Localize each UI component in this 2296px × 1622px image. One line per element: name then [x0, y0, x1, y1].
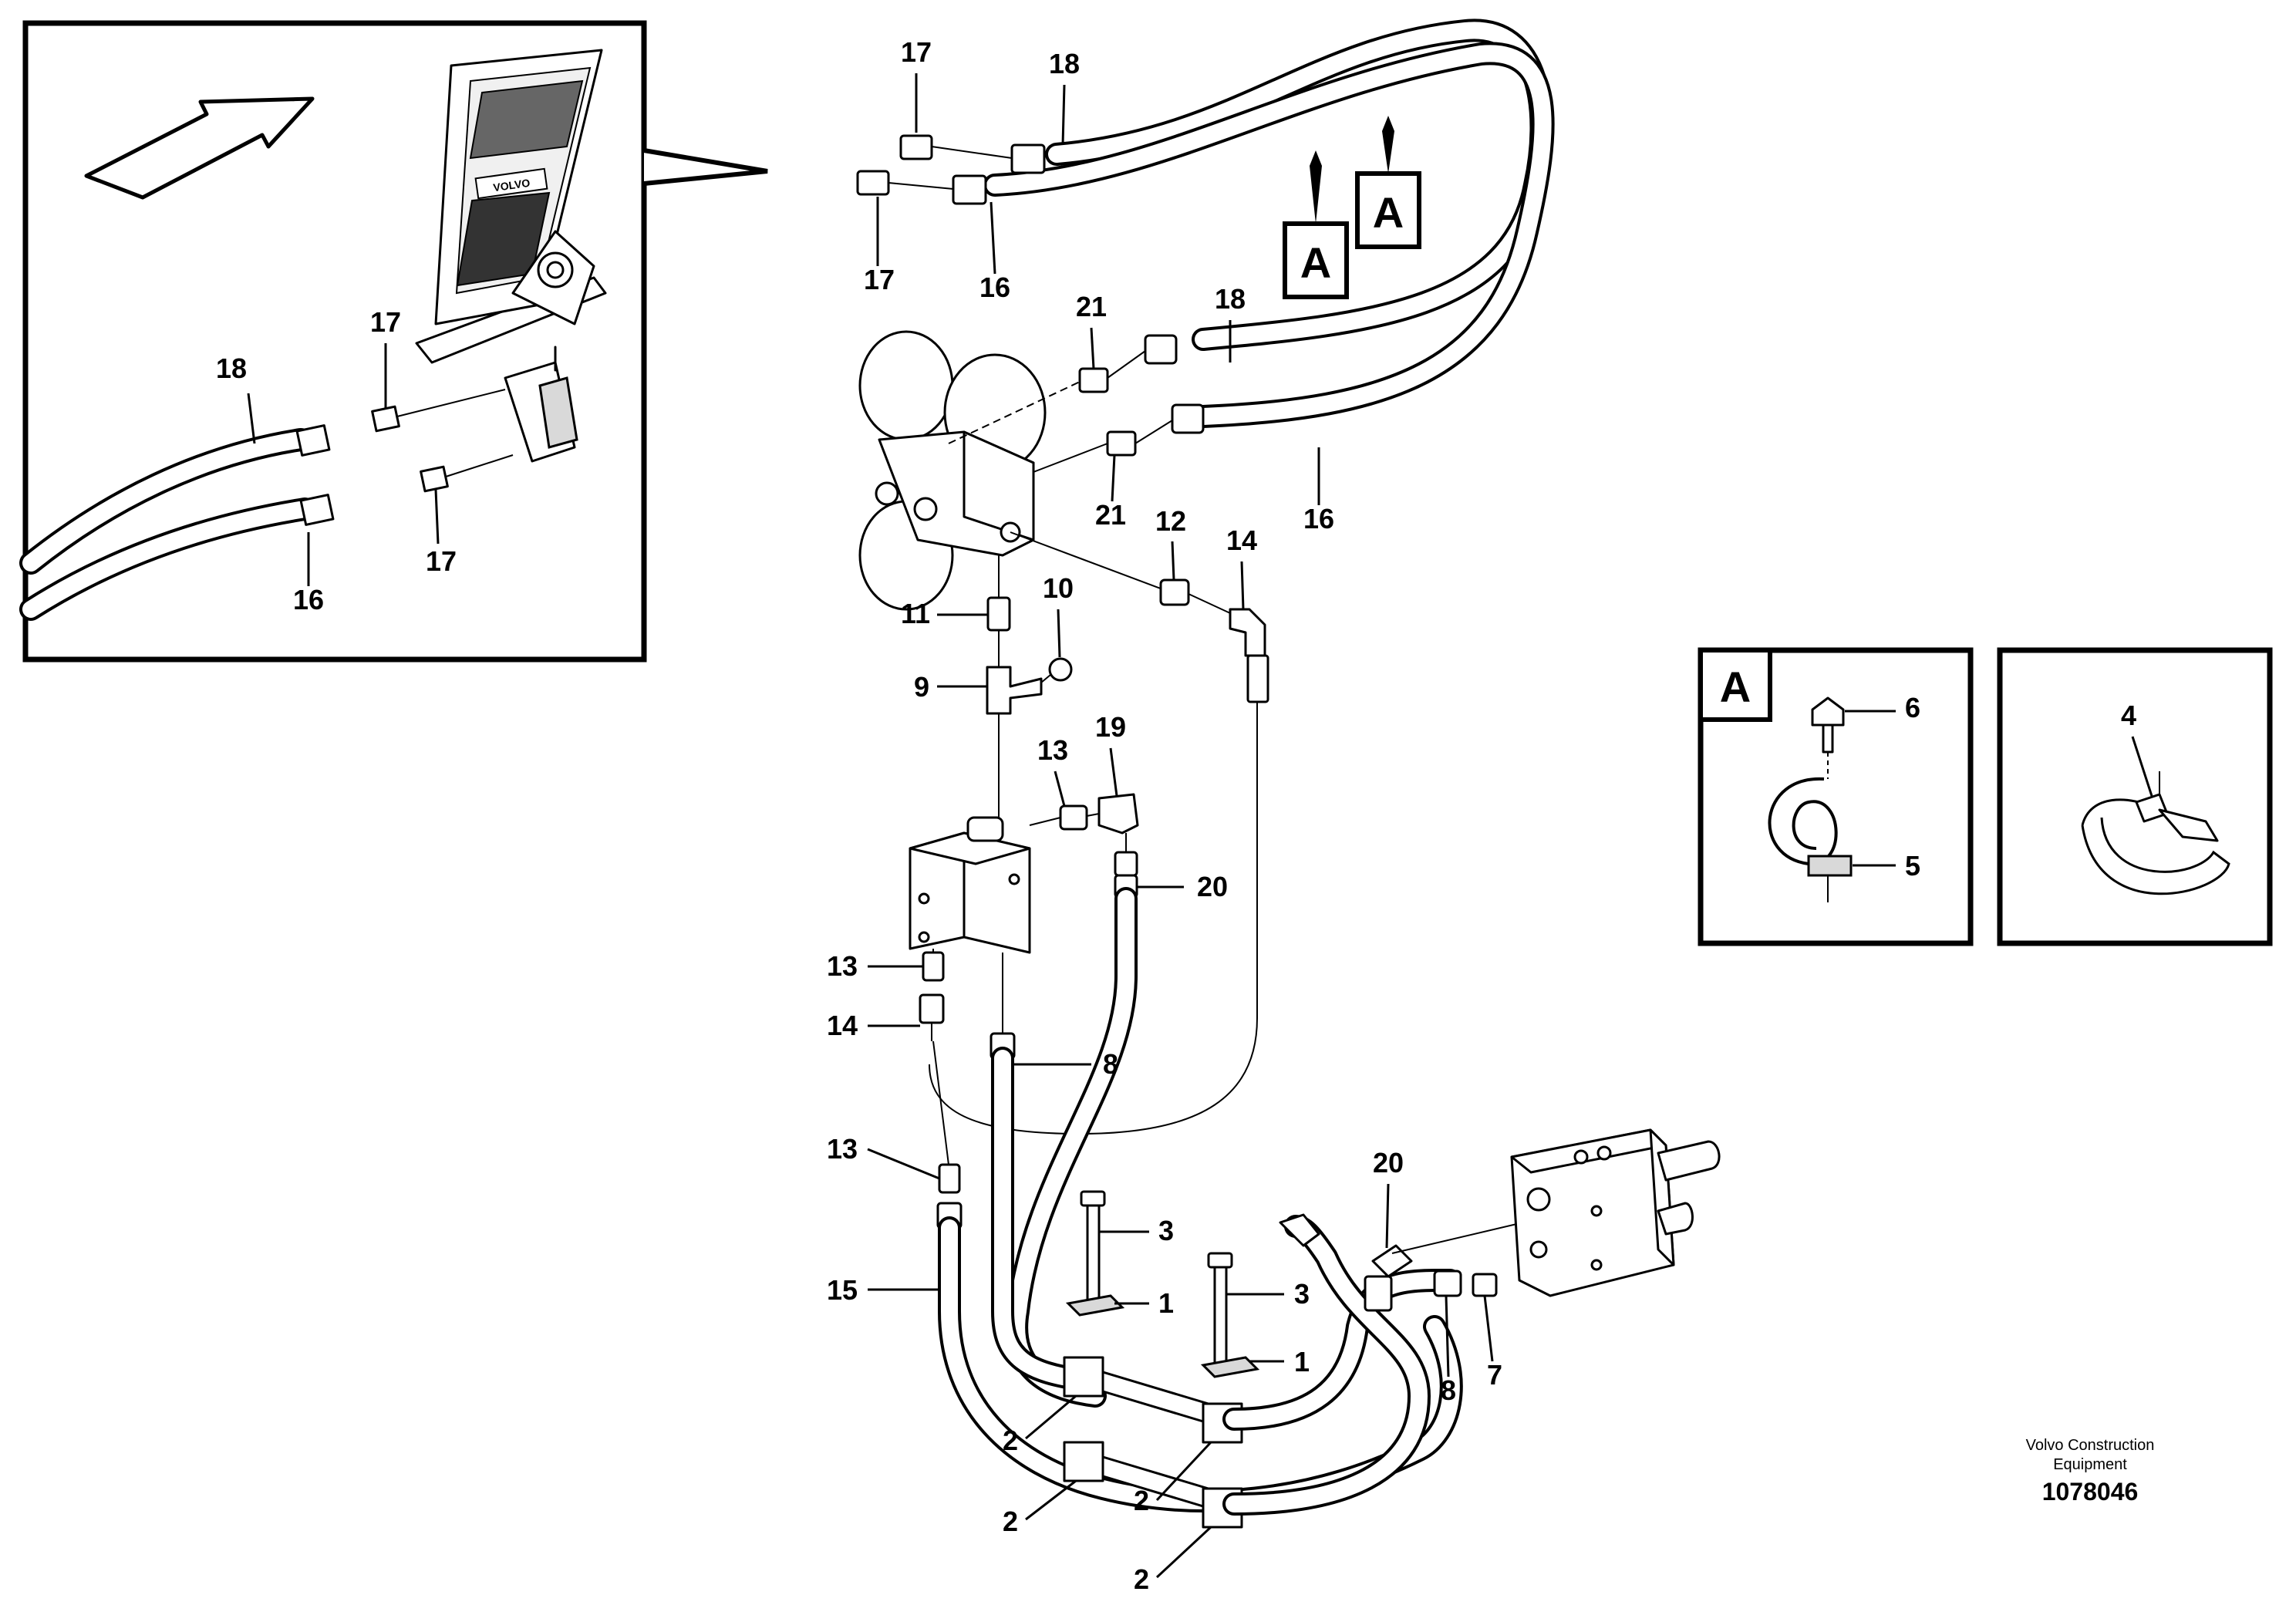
callout-13-left-a: 13: [827, 950, 858, 982]
pedal-brand-label: VOLVO: [492, 177, 531, 194]
callouts-main: 17 18 17 16 21 18 21 16 12 14 11 10 9 13…: [827, 36, 2153, 1595]
company-name-line1: Volvo Construction: [2026, 1437, 2155, 1454]
callout-2-a: 2: [1003, 1425, 1018, 1456]
callout-8-left: 8: [1103, 1048, 1118, 1080]
callout-2-c: 2: [1134, 1485, 1149, 1516]
callout-19: 19: [1095, 711, 1126, 743]
callout-21-upper: 21: [1076, 291, 1107, 322]
callout-15: 15: [827, 1274, 858, 1306]
callout-13-solenoid: 13: [1037, 734, 1068, 766]
detail-a-box: A: [1698, 647, 1974, 946]
control-valve-hoses: [1222, 1213, 1524, 1516]
callout-1-b: 1: [1294, 1346, 1310, 1378]
section-markers: A A: [1283, 116, 1421, 299]
callout-16-top: 16: [979, 271, 1010, 303]
section-marker-a-2: A: [1373, 188, 1404, 237]
callout-20-lower: 20: [1373, 1147, 1404, 1179]
right-pilot-hose: [929, 578, 1269, 1135]
company-name-line2: Equipment: [2053, 1456, 2127, 1473]
callout-13-left-b: 13: [827, 1133, 858, 1165]
callout-1-a: 1: [1158, 1287, 1174, 1319]
callout-3-b: 3: [1294, 1278, 1310, 1310]
callout-17-top: 17: [901, 36, 932, 68]
callout-20-upper: 20: [1197, 871, 1228, 902]
callout-4: 4: [2121, 700, 2136, 731]
callout-inset-16: 16: [293, 584, 324, 615]
callout-6: 6: [1905, 692, 1920, 723]
callout-2-d: 2: [1134, 1563, 1149, 1595]
drawing-number: 1078046: [2042, 1478, 2139, 1506]
inset-hoses: [19, 389, 514, 621]
callout-3-a: 3: [1158, 1215, 1174, 1246]
control-valve: [1510, 1128, 1721, 1297]
callout-17-lower: 17: [864, 264, 895, 295]
callout-2-b: 2: [1003, 1506, 1018, 1537]
callout-9: 9: [914, 671, 929, 703]
callout-10: 10: [1043, 572, 1074, 604]
fittings-column: [986, 555, 1073, 818]
solenoid-connector: [1029, 793, 1139, 899]
callout-inset-17: 17: [370, 306, 401, 338]
direction-arrow-icon: [84, 96, 315, 200]
callout-18-mid: 18: [1215, 283, 1246, 315]
upper-hose-loops: [856, 19, 1555, 457]
callout-14-left: 14: [827, 1010, 858, 1041]
callout-11: 11: [901, 598, 930, 629]
section-marker-a-1: A: [1300, 238, 1331, 287]
callout-inset-18: 18: [216, 352, 247, 384]
callout-14-top: 14: [1226, 524, 1257, 556]
hose-20-upper: [1005, 887, 1138, 1408]
detail-a-label: A: [1720, 663, 1751, 711]
callout-5: 5: [1905, 850, 1920, 882]
left-pipe-fittings: [919, 951, 963, 1229]
inset-pointer: [643, 148, 768, 186]
pedal-inset: VOLVO 18 17 16 17: [19, 20, 768, 663]
detail-cable-tie-box: [1997, 647, 2273, 946]
clamp-rails: [1063, 1190, 1260, 1529]
callout-18-top: 18: [1049, 48, 1080, 79]
callout-21-lower: 21: [1095, 499, 1126, 531]
callout-12: 12: [1155, 505, 1186, 537]
callout-8-right: 8: [1441, 1374, 1456, 1406]
accelerator-pedal: VOLVO: [415, 49, 607, 463]
callout-inset-17b: 17: [426, 545, 457, 577]
callout-7: 7: [1487, 1359, 1502, 1391]
accumulator-valve-block: [858, 330, 1165, 611]
callout-16-mid: 16: [1303, 503, 1334, 534]
footer-block: Volvo Construction Equipment 1078046: [2026, 1437, 2155, 1506]
